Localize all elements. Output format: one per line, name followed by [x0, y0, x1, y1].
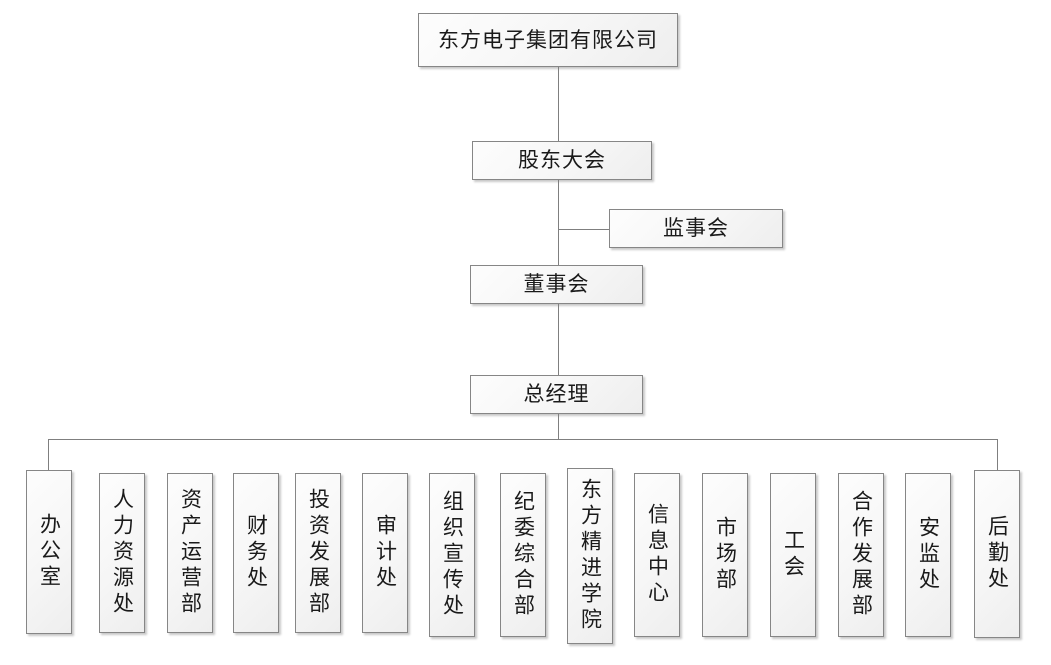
department-label-2: 人力资源处	[110, 488, 135, 618]
connector-branch-to-supervisors	[558, 229, 610, 230]
department-label-3: 资产运营部	[178, 488, 203, 618]
node-supervisors-board[interactable]: 监事会	[609, 209, 783, 248]
connector-bus-to-last-department	[997, 439, 998, 470]
department-box-1[interactable]: 办公室	[26, 470, 72, 634]
department-box-11[interactable]: 市场部	[702, 473, 748, 637]
department-label-10: 信息中心	[645, 503, 670, 607]
node-general-manager-label: 总经理	[523, 382, 590, 406]
node-company-label: 东方电子集团有限公司	[438, 27, 658, 52]
connector-shareholders-to-directors	[558, 180, 559, 265]
department-label-15: 后勤处	[985, 515, 1010, 593]
department-label-7: 组织宣传处	[440, 490, 465, 620]
department-box-6[interactable]: 审计处	[362, 473, 408, 633]
node-general-manager[interactable]: 总经理	[470, 375, 643, 414]
connector-bus-to-first-department	[48, 439, 49, 470]
department-label-6: 审计处	[373, 514, 398, 592]
department-box-15[interactable]: 后勤处	[974, 470, 1020, 638]
department-box-12[interactable]: 工会	[770, 473, 816, 637]
connector-department-bus	[48, 439, 998, 440]
connector-general-manager-to-bus	[558, 414, 559, 439]
department-label-1: 办公室	[37, 513, 62, 591]
node-board-of-directors[interactable]: 董事会	[470, 265, 643, 304]
department-box-3[interactable]: 资产运营部	[167, 473, 213, 633]
department-box-7[interactable]: 组织宣传处	[429, 473, 475, 637]
node-supervisors-board-label: 监事会	[663, 216, 729, 240]
node-board-of-directors-label: 董事会	[523, 272, 590, 296]
department-box-5[interactable]: 投资发展部	[295, 473, 341, 633]
department-label-5: 投资发展部	[306, 488, 331, 618]
department-box-10[interactable]: 信息中心	[634, 473, 680, 637]
department-label-8: 纪委综合部	[511, 490, 536, 620]
department-label-13: 合作发展部	[849, 490, 874, 620]
node-shareholders-meeting-label: 股东大会	[518, 148, 606, 172]
connector-directors-to-general-manager	[558, 304, 559, 375]
department-box-13[interactable]: 合作发展部	[838, 473, 884, 637]
connector-company-to-shareholders	[558, 67, 559, 141]
department-box-9[interactable]: 东方精进学院	[567, 468, 613, 644]
department-box-14[interactable]: 安监处	[905, 473, 951, 637]
node-company[interactable]: 东方电子集团有限公司	[418, 13, 678, 67]
department-box-4[interactable]: 财务处	[233, 473, 279, 633]
node-shareholders-meeting[interactable]: 股东大会	[472, 141, 652, 180]
department-box-8[interactable]: 纪委综合部	[500, 473, 546, 637]
department-label-14: 安监处	[916, 516, 941, 594]
department-label-9: 东方精进学院	[578, 478, 603, 634]
department-box-2[interactable]: 人力资源处	[99, 473, 145, 633]
department-label-12: 工会	[781, 529, 806, 581]
department-label-4: 财务处	[244, 514, 269, 592]
department-label-11: 市场部	[713, 516, 738, 594]
